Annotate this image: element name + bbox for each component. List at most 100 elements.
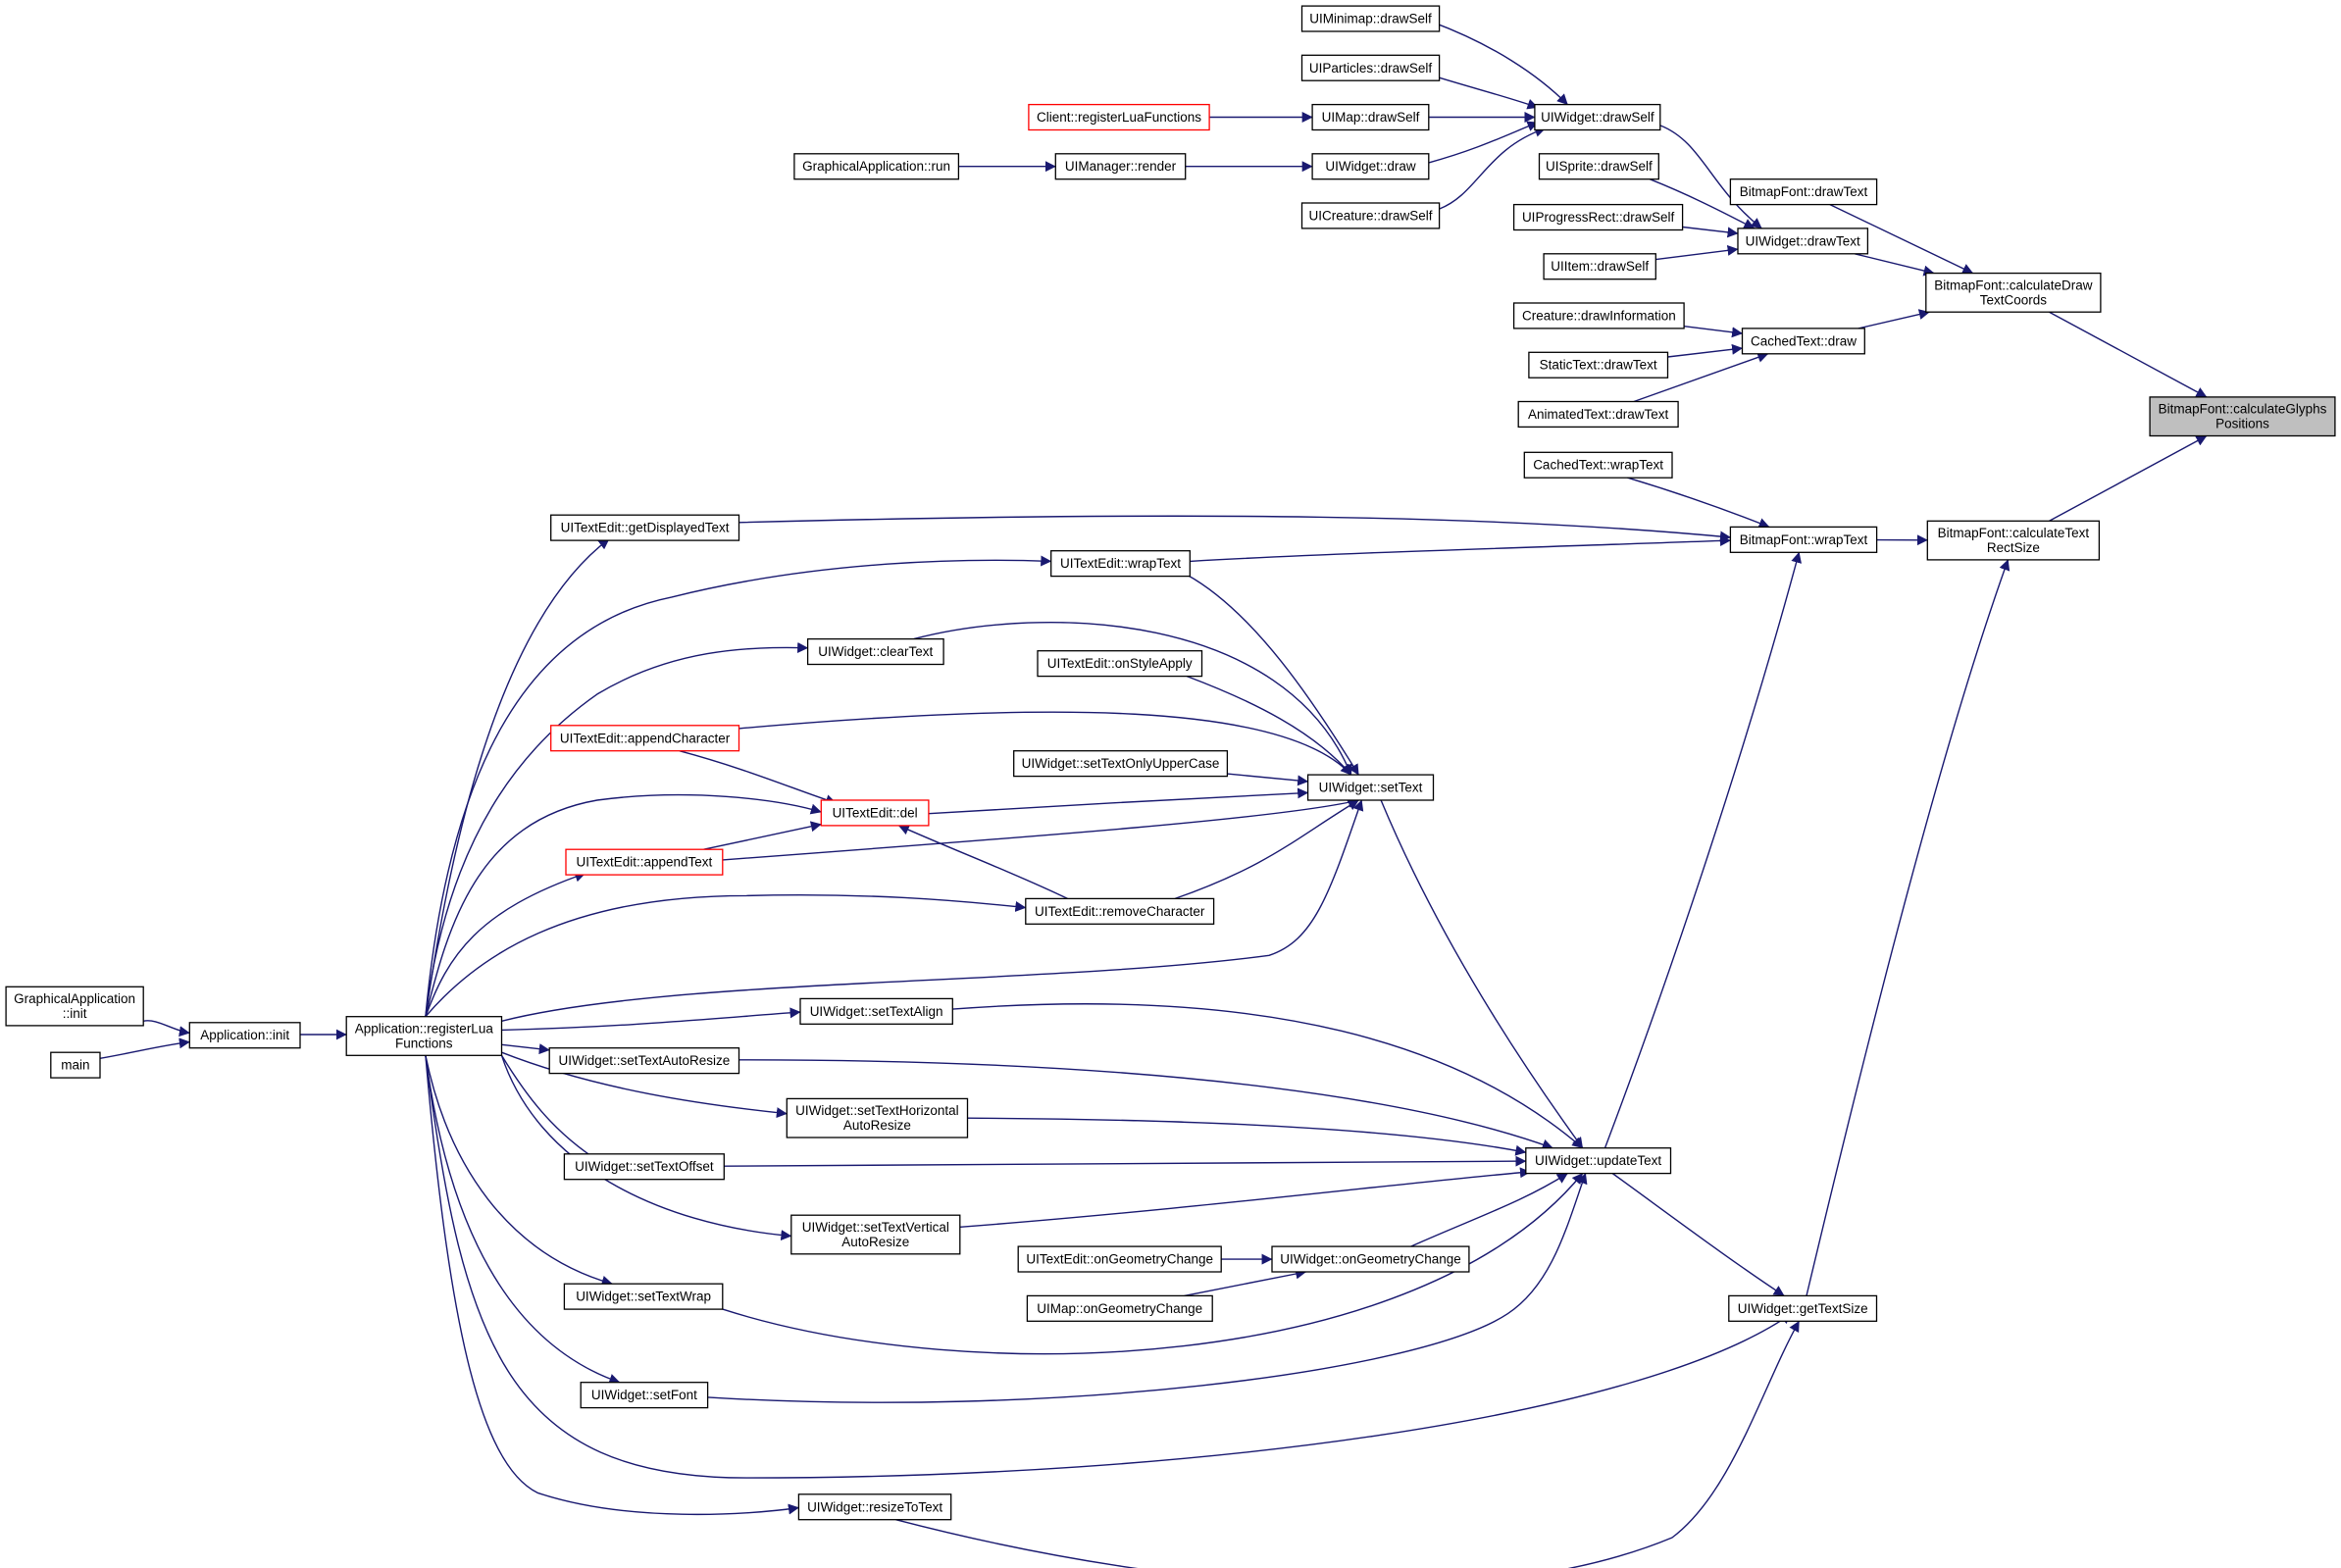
node-box (797, 1493, 952, 1521)
edge-wDrawSelf-to-wDrawText (1659, 125, 1762, 229)
edge-teRemoveChar-to-teDel (897, 825, 1068, 900)
node-box (548, 1047, 740, 1075)
edge-teDel-to-wSetText (928, 787, 1309, 815)
call-edges (99, 22, 2208, 1568)
node-label: UIWidget::drawText (1746, 233, 1860, 248)
edge-spriteDrawSelf-to-wDrawText (1649, 178, 1756, 229)
node-label: BitmapFont::drawText (1740, 184, 1868, 199)
node-ctDraw[interactable]: CachedText::draw (1741, 328, 1865, 355)
node-appInit[interactable]: Application::init (188, 1022, 301, 1049)
node-wClearText[interactable]: UIWidget::clearText (806, 637, 944, 666)
node-box (1534, 103, 1661, 131)
node-label: AutoResize (843, 1118, 911, 1133)
node-box (563, 1153, 725, 1181)
edge-itemDrawSelf-to-wDrawText (1655, 244, 1739, 261)
node-wDraw[interactable]: UIWidget::draw (1311, 153, 1430, 180)
node-label: GraphicalApplication (14, 991, 135, 1006)
edge-teAppendText-to-wSetText (722, 797, 1359, 861)
node-staticDrawText[interactable]: StaticText::drawText (1528, 351, 1669, 379)
node-box (1300, 54, 1441, 81)
node-box (799, 997, 953, 1025)
node-wSetAutoResize[interactable]: UIWidget::setTextAutoResize (548, 1047, 740, 1075)
edge-teWrapText-to-bfWrapText (1190, 534, 1731, 563)
node-label: Creature::drawInformation (1522, 309, 1676, 324)
node-teRemoveChar[interactable]: UITextEdit::removeCharacter (1025, 897, 1215, 925)
node-label: StaticText::drawText (1540, 358, 1657, 373)
node-teOnStyleApply[interactable]: UITextEdit::onStyleApply (1037, 650, 1203, 678)
node-label: UITextEdit::removeCharacter (1035, 904, 1205, 919)
node-spriteDrawSelf[interactable]: UISprite::drawSelf (1538, 153, 1659, 180)
node-progressDrawSelf[interactable]: UIProgressRect::drawSelf (1512, 203, 1684, 231)
node-wSetTextWrap[interactable]: UIWidget::setTextWrap (563, 1283, 724, 1310)
node-wSetFont[interactable]: UIWidget::setFont (580, 1382, 709, 1409)
node-creatureDrawInfo[interactable]: Creature::drawInformation (1512, 302, 1685, 329)
edge-appRegLua-to-wSetHAutoResize (501, 1051, 788, 1119)
node-teWrapText[interactable]: UITextEdit::wrapText (1050, 550, 1191, 578)
node-creatureUiDrawSelf[interactable]: UICreature::drawSelf (1300, 202, 1441, 229)
node-box (1729, 178, 1878, 206)
node-particlesDrawSelf[interactable]: UIParticles::drawSelf (1300, 54, 1441, 81)
node-mapOnGeom[interactable]: UIMap::onGeometryChange (1026, 1294, 1213, 1322)
node-label: UITextEdit::appendText (576, 855, 712, 870)
node-label: UIWidget::resizeToText (807, 1499, 942, 1514)
node-wUpdateText[interactable]: UIWidget::updateText (1525, 1147, 1672, 1175)
node-label: Client::registerLuaFunctions (1037, 110, 1201, 125)
edge-main-to-appInit (99, 1037, 190, 1059)
edge-appRegLua-to-wSetTextAlign (501, 1007, 801, 1032)
node-main[interactable]: main (50, 1051, 101, 1079)
node-label: AutoResize (841, 1235, 909, 1249)
node-wSetUpper[interactable]: UIWidget::setTextOnlyUpperCase (1013, 750, 1229, 778)
node-label: UIWidget::setTextOffset (575, 1159, 714, 1174)
node-teAppendText[interactable]: UITextEdit::appendText (565, 848, 724, 876)
node-label: BitmapFont::calculateGlyphs (2159, 402, 2327, 417)
node-teDel[interactable]: UITextEdit::del (820, 799, 930, 827)
node-appRegLua[interactable]: Application::registerLuaFunctions (345, 1016, 503, 1056)
node-minimapDrawSelf[interactable]: UIMinimap::drawSelf (1300, 5, 1441, 32)
node-clientRegLua[interactable]: Client::registerLuaFunctions (1028, 103, 1210, 131)
edge-teAppendText-to-teDel (703, 821, 822, 850)
node-bfDrawText[interactable]: BitmapFont::drawText (1729, 178, 1878, 206)
node-gaInit[interactable]: GraphicalApplication::init (5, 986, 144, 1027)
node-box (1300, 202, 1441, 229)
node-wSetTextOffset[interactable]: UIWidget::setTextOffset (563, 1153, 725, 1181)
edge-wGetTextSize-to-calcRectSize (1806, 559, 2010, 1296)
node-wSetTextAlign[interactable]: UIWidget::setTextAlign (799, 997, 953, 1025)
node-mgrRender[interactable]: UIManager::render (1054, 153, 1187, 180)
node-wOnGeom[interactable]: UIWidget::onGeometryChange (1271, 1245, 1470, 1273)
edge-appRegLua-to-wSetVAutoResize (500, 1055, 792, 1241)
edge-wSetUpper-to-wSetText (1227, 773, 1309, 786)
node-wDrawText[interactable]: UIWidget::drawText (1737, 228, 1869, 255)
node-wResizeToText[interactable]: UIWidget::resizeToText (797, 1493, 952, 1521)
node-box (793, 153, 960, 180)
node-box (1306, 774, 1435, 801)
node-gaRun[interactable]: GraphicalApplication::run (793, 153, 960, 180)
node-teAppendChar[interactable]: UITextEdit::appendCharacter (550, 725, 740, 752)
node-label: UIWidget::setText (1319, 781, 1423, 795)
node-bfWrapText[interactable]: BitmapFont::wrapText (1729, 526, 1878, 553)
node-label: UITextEdit::del (833, 805, 918, 820)
node-wDrawSelf[interactable]: UIWidget::drawSelf (1534, 103, 1661, 131)
node-box (1543, 253, 1656, 280)
node-label: UITextEdit::onStyleApply (1047, 656, 1193, 671)
node-box (1050, 550, 1191, 578)
node-label: RectSize (1987, 540, 2040, 555)
node-wGetTextSize[interactable]: UIWidget::getTextSize (1728, 1294, 1878, 1322)
node-wSetText[interactable]: UIWidget::setText (1306, 774, 1435, 801)
node-itemDrawSelf[interactable]: UIItem::drawSelf (1543, 253, 1656, 280)
node-box (50, 1051, 101, 1079)
node-mapDrawSelf[interactable]: UIMap::drawSelf (1311, 103, 1430, 131)
node-box (565, 848, 724, 876)
node-animatedDrawText[interactable]: AnimatedText::drawText (1517, 400, 1679, 429)
node-teGetDisplayed[interactable]: UITextEdit::getDisplayedText (550, 514, 740, 541)
node-box (1525, 1147, 1672, 1175)
edge-wUpdateText-to-wGetTextSize (1611, 1172, 1785, 1296)
edge-wSetVAutoResize-to-wUpdateText (959, 1167, 1531, 1228)
node-box (1054, 153, 1187, 180)
node-teOnGeom[interactable]: UITextEdit::onGeometryChange (1017, 1245, 1222, 1273)
node-ctWrapText[interactable]: CachedText::wrapText (1523, 451, 1673, 479)
